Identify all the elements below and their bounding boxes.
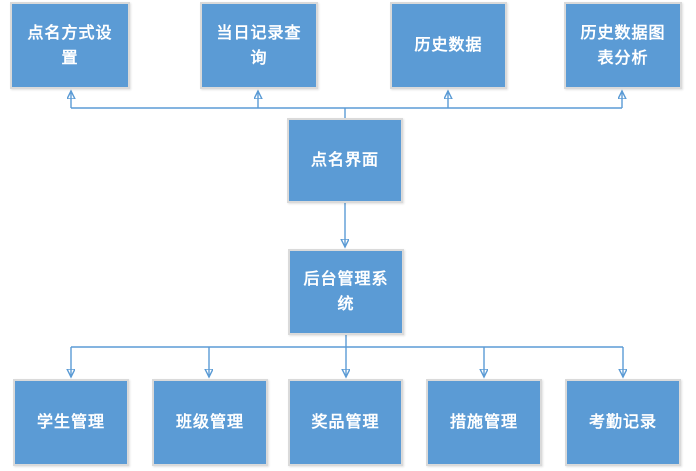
node-history-data: 历史数据 (390, 2, 507, 89)
connector-top-tree (71, 91, 622, 118)
node-today-record-query: 当日记录查 询 (200, 2, 318, 89)
node-attendance-record: 考勤记录 (565, 379, 681, 466)
node-backend-management-system: 后台管理系 统 (288, 249, 404, 335)
node-student-management: 学生管理 (13, 379, 129, 466)
node-prize-management: 奖品管理 (288, 379, 403, 466)
connector-bottom-tree (71, 335, 623, 377)
node-rollcall-mode-settings: 点名方式设 置 (10, 2, 130, 89)
node-class-management: 班级管理 (152, 379, 268, 466)
node-measure-management: 措施管理 (426, 379, 542, 466)
node-history-data-chart-analysis: 历史数据图 表分析 (564, 2, 682, 89)
node-rollcall-interface: 点名界面 (287, 118, 403, 203)
